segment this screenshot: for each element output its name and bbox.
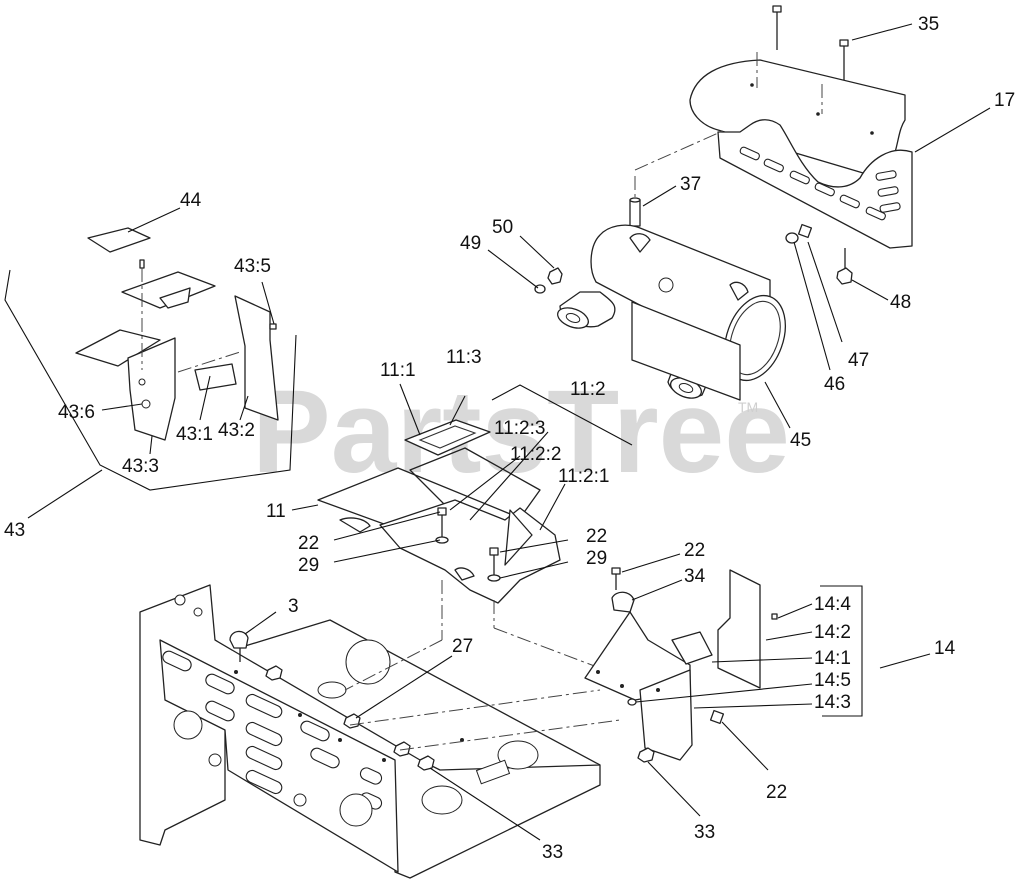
bolt-47 (797, 223, 813, 239)
bracket-14 (584, 611, 693, 761)
callout-14-3: 14:3 (814, 692, 851, 713)
callout-46: 46 (824, 374, 845, 395)
leader-lines (27, 23, 991, 841)
callout-14: 14 (934, 638, 956, 659)
callout-11-2-2: 11:2:2 (510, 444, 561, 465)
bracket-11-2 (491, 384, 633, 446)
clip-34 (611, 591, 635, 613)
callout-22-c: 22 (684, 540, 705, 561)
callout-49: 49 (460, 233, 481, 254)
bolt-22-pair (435, 507, 501, 582)
callout-11: 11 (266, 501, 286, 522)
cover-44 (87, 227, 151, 253)
bolt-22-upper-right (611, 567, 621, 590)
plate-11-2-1 (379, 499, 561, 604)
callout-11-1: 11:1 (380, 360, 416, 381)
callout-37: 37 (680, 174, 701, 195)
callout-43-5: 43:5 (234, 256, 271, 277)
callout-17: 17 (994, 90, 1015, 111)
callout-14-2: 14:2 (814, 622, 851, 643)
callout-27: 27 (452, 636, 473, 657)
callout-44: 44 (180, 190, 202, 211)
callout-3: 3 (288, 596, 299, 617)
callout-14-4: 14:4 (814, 594, 851, 615)
bolt-22-lower-right (709, 709, 725, 725)
callout-50: 50 (492, 217, 513, 238)
callout-14-1: 14:1 (814, 648, 851, 669)
callout-11-3: 11:3 (446, 347, 482, 368)
bolt-35 (772, 5, 849, 80)
nut-48 (836, 248, 853, 285)
callout-labels: 35 17 37 50 49 48 47 46 45 44 43:5 43:6 … (4, 14, 1015, 863)
callout-43-6: 43:6 (58, 402, 95, 423)
callout-29-b: 29 (586, 548, 607, 569)
callout-43: 43 (4, 520, 25, 541)
assembly-43 (75, 259, 279, 441)
callout-43-3: 43:3 (122, 456, 159, 477)
muffler (557, 224, 786, 401)
heat-shield (689, 59, 913, 249)
callout-29-a: 29 (298, 555, 319, 576)
callout-48: 48 (890, 292, 911, 313)
main-frame (139, 584, 601, 879)
heat-shield-slots (739, 146, 901, 221)
watermark-tm: TM (738, 399, 758, 415)
callout-34: 34 (684, 566, 706, 587)
bracket-43 (4, 269, 297, 491)
callout-11-2-1: 11:2:1 (558, 466, 609, 487)
callout-33-right: 33 (694, 822, 715, 843)
callout-35: 35 (918, 14, 939, 35)
callout-22-a: 22 (298, 533, 319, 554)
washer-46 (785, 232, 799, 244)
callout-43-1: 43:1 (176, 424, 213, 445)
nut-50 (547, 267, 563, 285)
nut-33-right (637, 747, 655, 763)
callout-43-2: 43:2 (218, 420, 255, 441)
nut-33-frame (417, 755, 435, 771)
callout-22-b: 22 (586, 526, 607, 547)
plate-14-2 (717, 569, 761, 689)
callout-11-2-3: 11:2:3 (494, 418, 545, 439)
bracket-14-group (820, 585, 863, 717)
pad-11-3 (404, 419, 491, 456)
callout-33-frame: 33 (542, 842, 563, 863)
spacer-37 (629, 197, 641, 227)
bumper-3 (229, 630, 249, 662)
callout-22-d: 22 (766, 782, 787, 803)
pad-14-1 (671, 631, 713, 665)
callout-47: 47 (848, 350, 869, 371)
callout-14-5: 14:5 (814, 670, 851, 691)
callout-11-2: 11:2 (570, 379, 606, 400)
callout-45: 45 (790, 430, 811, 451)
